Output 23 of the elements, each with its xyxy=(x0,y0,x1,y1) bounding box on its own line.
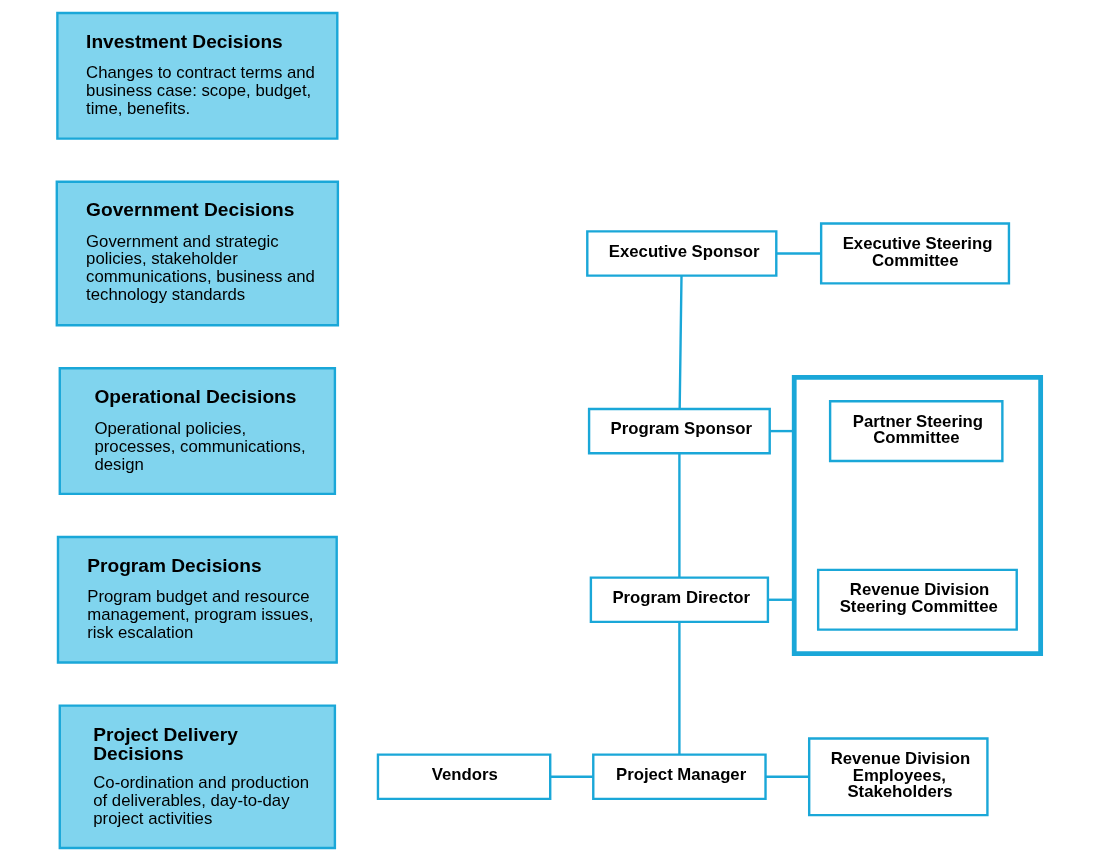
node-box: Revenue Division Steering Committee xyxy=(816,568,1018,631)
node-box: Revenue Division Employees, Stakeholders xyxy=(807,737,989,817)
connector xyxy=(677,453,681,578)
connector xyxy=(765,775,809,778)
node-box: Program Sponsor xyxy=(587,407,771,455)
connector xyxy=(678,275,683,409)
connector xyxy=(767,598,794,601)
node-box: Partner Steering Committee xyxy=(828,400,1004,463)
node-box: Executive Sponsor xyxy=(585,230,777,277)
node-box: Executive Steering Committee xyxy=(819,222,1010,285)
node-box: Program Director xyxy=(589,576,769,624)
connector xyxy=(549,775,593,778)
node-box: Operational Decisions Operational policies, processes, communications, design xyxy=(58,367,336,496)
connector xyxy=(776,252,821,255)
node-box: Investment Decisions Changes to contract terms and business case: scope, budget, time, benefits. xyxy=(55,11,338,140)
node-box: Project Delivery Decisions Co-ordination and production of deliverables, day-to-day project activities xyxy=(58,704,336,850)
node-box: Government Decisions Government and strategic policies, stakeholder communications, business and technology standards xyxy=(55,180,339,327)
cluster xyxy=(791,374,1043,656)
node-box: Project Manager xyxy=(591,753,767,801)
node-box: Program Decisions Program budget and resource management, program issues, risk escalation xyxy=(56,535,338,664)
connector xyxy=(769,429,794,433)
connector xyxy=(677,622,681,755)
node-box: Vendors xyxy=(376,753,551,801)
